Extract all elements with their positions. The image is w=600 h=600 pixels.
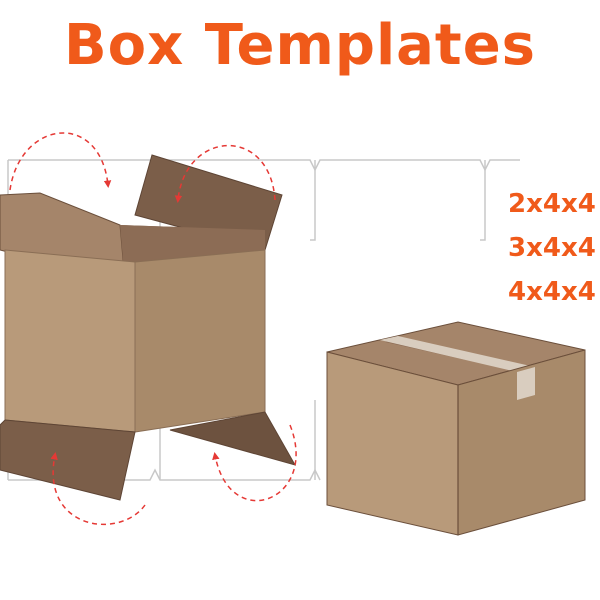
open-box-front	[4, 249, 136, 433]
open-box-bottom-flap-right	[169, 411, 297, 466]
size-3x4x4: 3x4x4	[508, 233, 596, 263]
page-title: Box Templates	[63, 13, 537, 78]
fold-arrow-top-left	[9, 132, 112, 191]
open-box	[0, 154, 297, 501]
closed-box-tape	[380, 336, 535, 372]
size-4x4x4: 4x4x4	[508, 277, 596, 307]
closed-box-tape-side	[517, 367, 535, 400]
size-list: 2x4x4 3x4x4 4x4x4	[508, 182, 600, 314]
open-box-rim	[120, 225, 265, 282]
closed-box	[326, 321, 586, 536]
fold-arrows	[9, 132, 297, 526]
open-box-side	[134, 249, 266, 433]
fold-arrow-bottom-left	[50, 452, 146, 526]
fold-arrow-top-right	[174, 144, 276, 203]
size-2x4x4: 2x4x4	[508, 189, 596, 219]
open-box-bottom-flap-left	[0, 419, 136, 501]
fold-arrow-bottom-right	[212, 424, 297, 502]
